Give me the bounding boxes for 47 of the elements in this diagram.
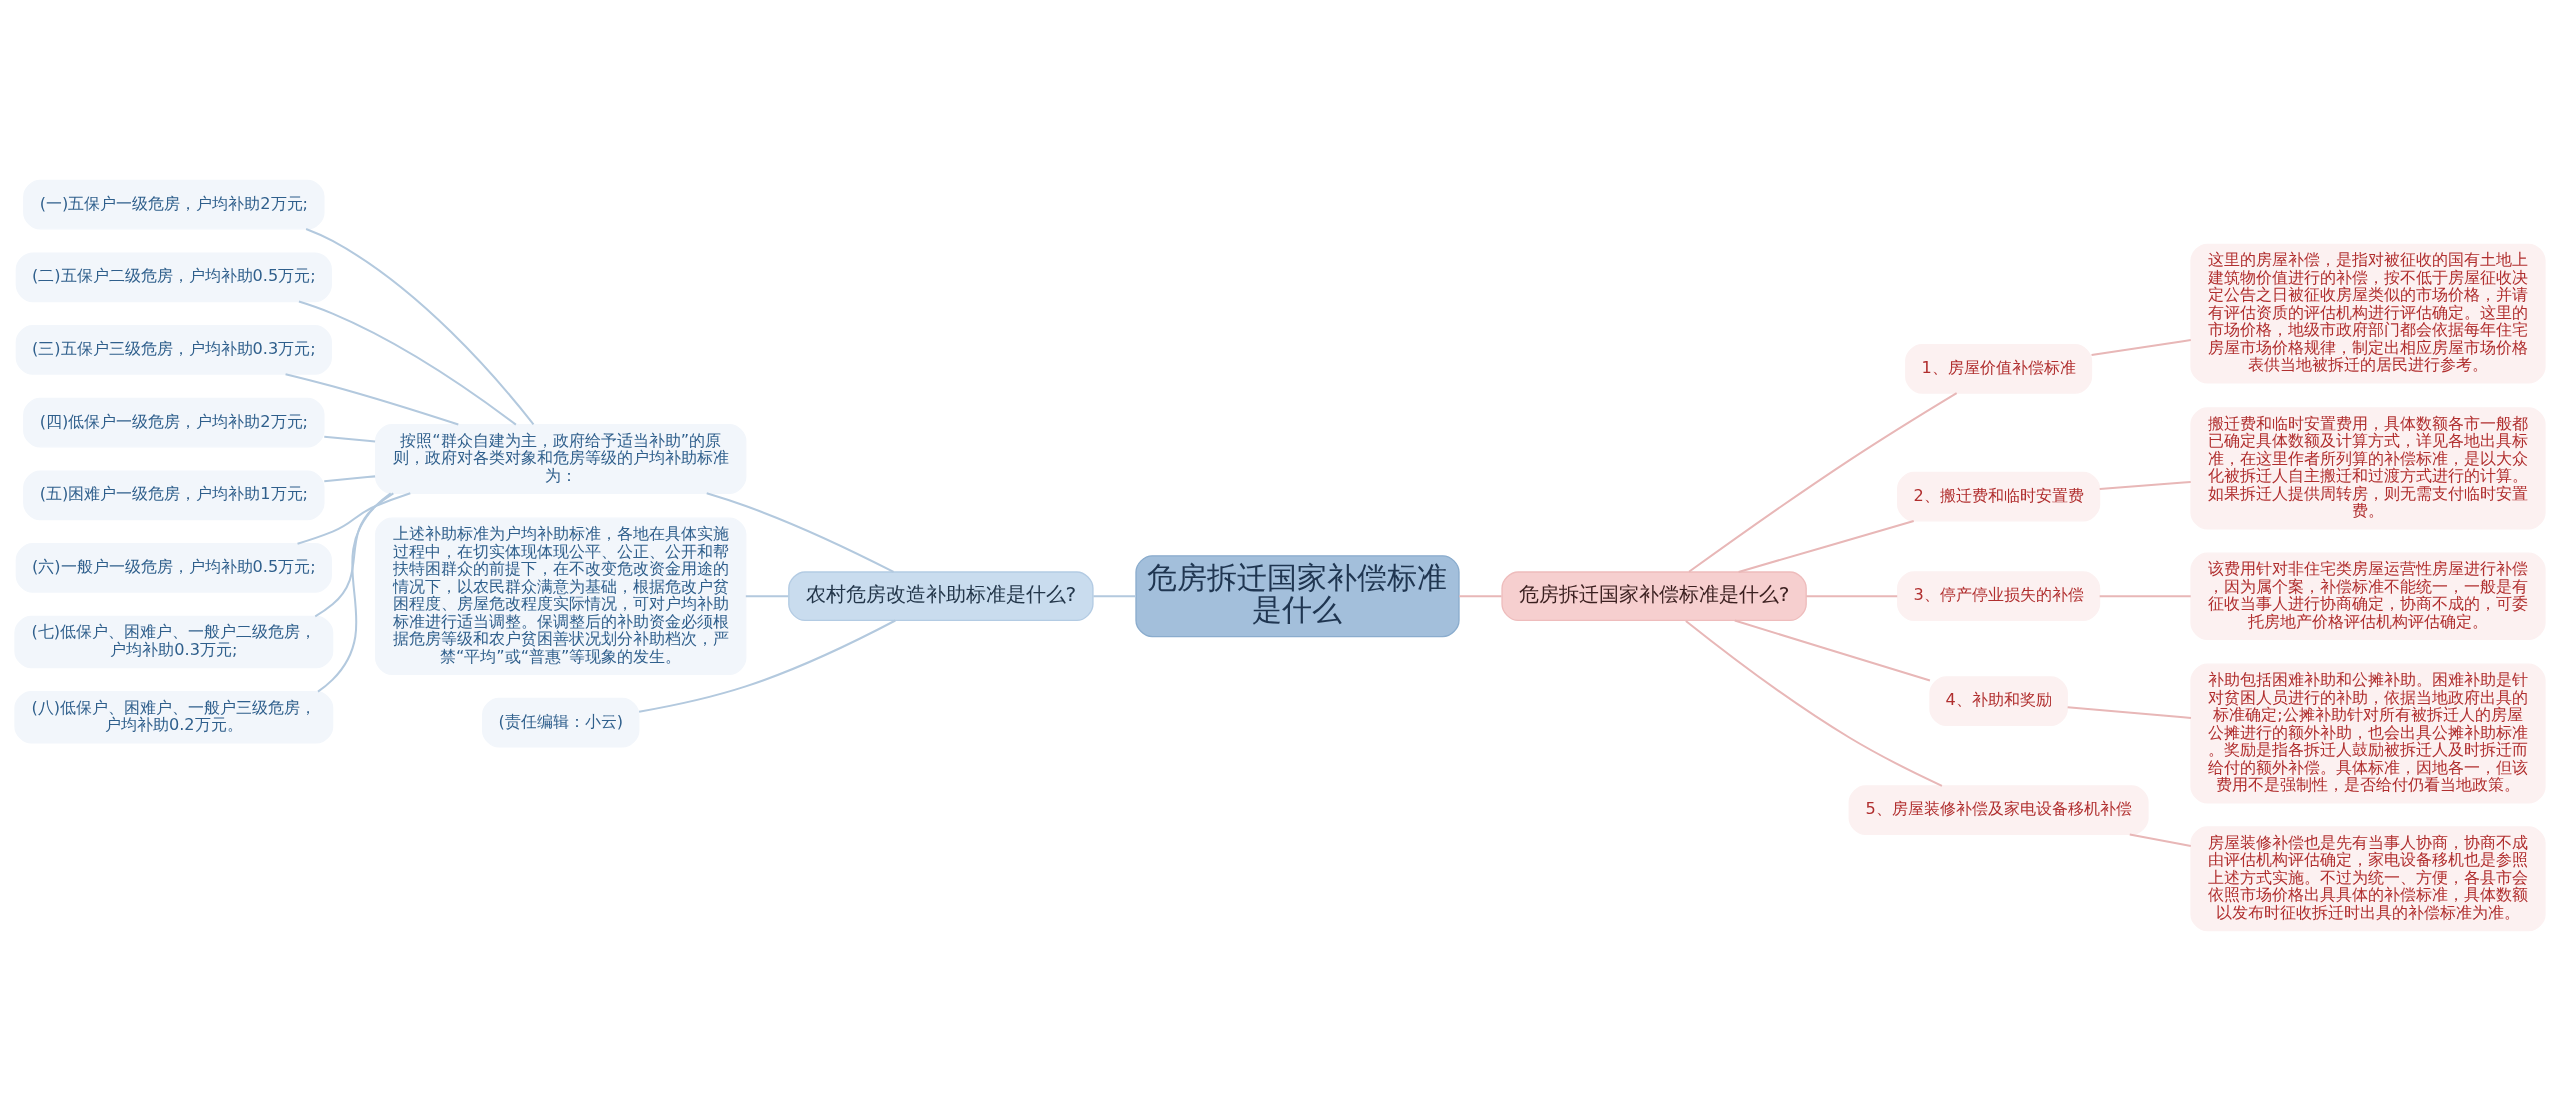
connector xyxy=(2099,595,2191,598)
node-box: (六)一般户一级危房，户均补助0.5万元; xyxy=(15,543,332,593)
connector xyxy=(2129,833,2191,847)
connector xyxy=(1738,520,1914,573)
node-box: 上述补助标准为户均补助标准，各地在具体实施过程中，在切实体现体现公平、公正、公开和帮扶特困群众的前提下，在不改变危改资金用途的情况下，以农民群众满意为基础，根据危改户贫困程度、房屋危改程度实际情况，可对户均补助标准进行适当调整。保调整后的补助资金必须根据危房等级和农户贫困善状况划分补助档次，严禁“平均”或“普惠”等现象的发生。 xyxy=(375,517,747,675)
node-box: (二)五保户二级危房，户均补助0.5万元; xyxy=(15,252,332,303)
connector xyxy=(297,492,411,545)
node-box: 房屋装修补偿也是先有当事人协商，协商不成由评估机构评估确定，家电设备移机也是参照上述方式实施。不过为统一、方便，各县市会依照市场价格出具具体的补偿标准，具体数额以发布时征收拆迁时出具的补偿标准为准。 xyxy=(2190,826,2546,932)
node-box: 4、补助和奖励 xyxy=(1929,676,2068,727)
connector xyxy=(1688,392,1958,573)
node-box: 该费用针对非住宅类房屋运营性房屋进行补偿，因为属个案，补偿标准不能统一，一般是有征收当事人进行协商确定，协商不成的，可委托房地产价格评估机构评估确定。 xyxy=(2190,552,2546,640)
connector xyxy=(745,595,789,598)
node-box: 5、房屋装修补偿及家电设备移机补偿 xyxy=(1848,785,2149,836)
node-box: 2、搬迁费和临时安置费 xyxy=(1897,471,2101,522)
node-box: (责任编辑：小云) xyxy=(482,697,640,748)
connector xyxy=(317,492,392,693)
node-box: 补助包括困难补助和公摊补助。困难补助是针对贫困人员进行的补助，依据当地政府出具的标准确定;公摊补助针对所有被拆迁人的房屋公摊进行的额外补助，也会出具公摊补助标准。奖励是指各拆迁人鼓励被拆迁人及时拆迁而给付的额外补偿。具体标准，因地各一，但该费用不是强制性，是否给付仍看当地政策。 xyxy=(2190,663,2546,804)
node-box: 按照“群众自建为主，政府给予适当补助”的原则，政府对各类对象和危房等级的户均补助标准为： xyxy=(375,423,747,494)
connector xyxy=(1459,595,1502,598)
connector xyxy=(324,435,376,443)
node-box: (三)五保户三级危房，户均补助0.3万元; xyxy=(15,325,332,375)
connector xyxy=(314,492,394,618)
node-box: 危房拆迁国家补偿标准是什么? xyxy=(1501,571,1807,622)
connector xyxy=(638,619,896,713)
node-box: (五)困难户一级危房，户均补助1万元; xyxy=(23,470,325,521)
node-box: (七)低保户、困难户、一般户二级危房，户均补助0.3万元; xyxy=(14,615,334,669)
connector xyxy=(305,228,535,425)
connector xyxy=(324,475,376,483)
node-box: (八)低保户、困难户、一般户三级危房，户均补助0.2万元。 xyxy=(14,691,334,744)
connector xyxy=(2091,339,2191,356)
node-box: (一)五保户一级危房，户均补助2万元; xyxy=(23,179,325,230)
connector xyxy=(2067,706,2192,719)
connector xyxy=(1734,619,1931,682)
node-box: 危房拆迁国家补偿标准是什么 xyxy=(1135,555,1460,638)
node-box: 农村危房改造补助标准是什么? xyxy=(788,571,1094,622)
node-box: 1、房屋价值补偿标准 xyxy=(1905,343,2093,394)
connector xyxy=(1806,595,1898,598)
connector xyxy=(285,373,459,426)
connector xyxy=(2099,480,2191,490)
node-box: 3、停产停业损失的补偿 xyxy=(1897,571,2101,622)
connector xyxy=(1093,595,1136,598)
node-box: 搬迁费和临时安置费用，具体数额各市一般都已确定具体数额及计算方式，详见各地出具标准，在这里作者所列算的补偿标准，是以大众化被拆迁人自主搬迁和过渡方式进行的计算。如果拆迁人提供周转房，则无需支付临时安置费。 xyxy=(2190,407,2546,530)
node-box: (四)低保户一级危房，户均补助2万元; xyxy=(23,397,325,448)
connector xyxy=(298,300,517,426)
node-box: 这里的房屋补偿，是指对被征收的国有土地上建筑物价值进行的补偿，按不低于房屋征收决定公告之日被征收房屋类似的市场价格，并请有评估资质的评估机构进行评估确定。这里的市场价格，地级市政府部门都会依据每年住宅房屋市场价格规律，制定出相应房屋市场价格表供当地被拆迁的居民进行参考。 xyxy=(2190,243,2546,384)
connector xyxy=(1685,620,1943,787)
connector xyxy=(706,492,895,573)
